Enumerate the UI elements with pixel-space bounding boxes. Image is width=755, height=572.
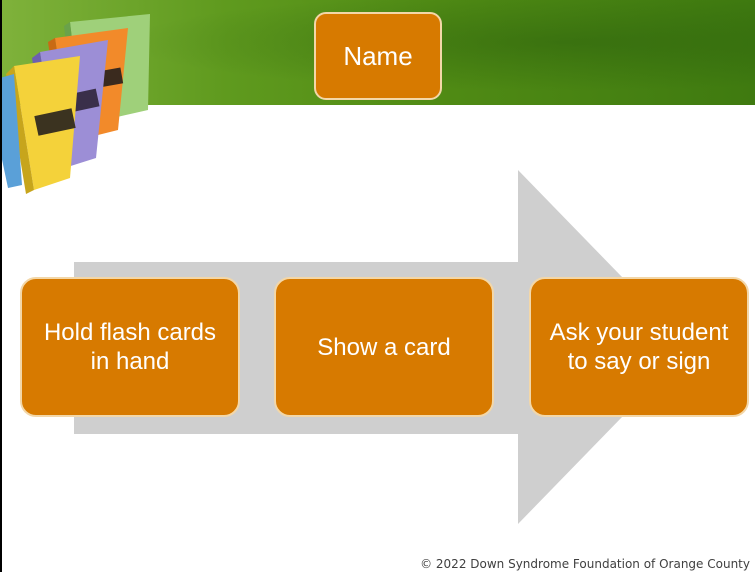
- step-box-2: Show a card: [274, 277, 494, 417]
- step-box-3: Ask your student to say or sign: [529, 277, 749, 417]
- title-box: Name: [314, 12, 442, 100]
- slide-border: [0, 0, 2, 572]
- books-illustration: [0, 14, 150, 194]
- step-box-1: Hold flash cards in hand: [20, 277, 240, 417]
- footer-copyright: © 2022 Down Syndrome Foundation of Orang…: [420, 557, 750, 571]
